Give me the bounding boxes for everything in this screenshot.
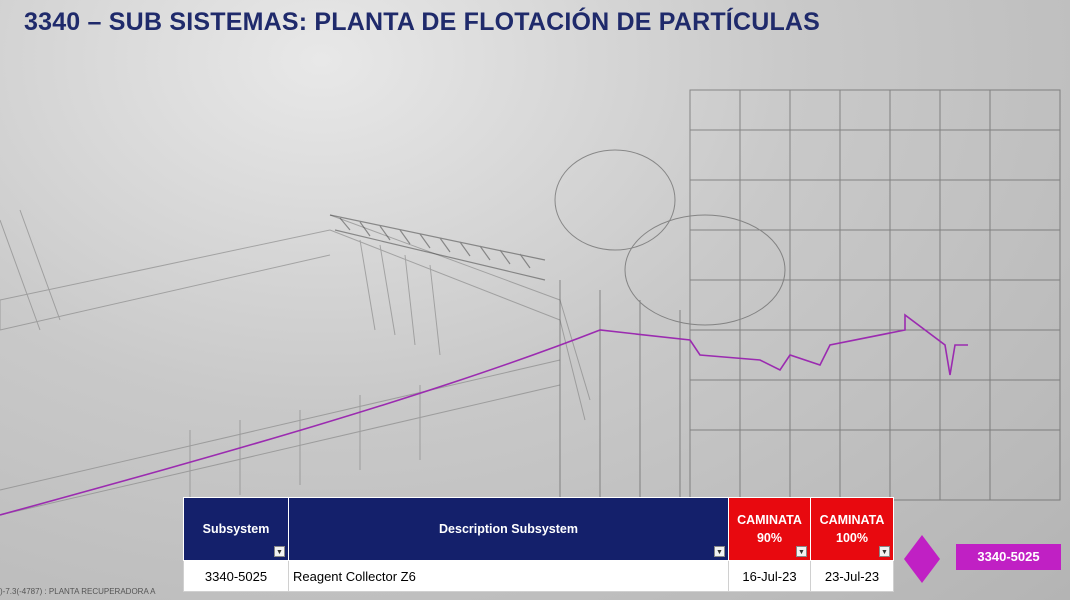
col-header-walk-100-line1: CAMINATA	[819, 513, 885, 527]
filter-dropdown-icon[interactable]: ▼	[714, 546, 725, 557]
col-header-description-label: Description Subsystem	[439, 522, 578, 536]
col-header-subsystem-label: Subsystem	[202, 522, 270, 536]
table-row: 3340-5025 Reagent Collector Z6 16-Jul-23…	[183, 560, 894, 592]
cell-walk-100-date[interactable]: 23-Jul-23	[810, 560, 894, 592]
col-header-walk-90: CAMINATA 90% ▼	[728, 497, 811, 561]
page-title: 3340 – SUB SISTEMAS: PLANTA DE FLOTACIÓN…	[24, 8, 821, 36]
col-header-walk-100: CAMINATA 100% ▼	[810, 497, 894, 561]
highlighted-pipe-route	[0, 313, 968, 516]
col-header-subsystem: Subsystem ▼	[183, 497, 289, 561]
filter-dropdown-icon[interactable]: ▼	[796, 546, 807, 557]
table-header-row: Subsystem ▼ Description Subsystem ▼ CAMI…	[183, 497, 894, 561]
subsystem-table: Subsystem ▼ Description Subsystem ▼ CAMI…	[183, 497, 894, 592]
filter-dropdown-icon[interactable]: ▼	[879, 546, 890, 557]
cell-description[interactable]: Reagent Collector Z6	[288, 560, 729, 592]
diamond-marker-icon	[904, 535, 940, 583]
col-header-walk-100-line2: 100%	[836, 531, 868, 545]
cell-subsystem[interactable]: 3340-5025	[183, 560, 289, 592]
col-header-description: Description Subsystem ▼	[288, 497, 729, 561]
model-caption: )-7.3(-4787) : PLANTA RECUPERADORA A	[0, 587, 156, 596]
filter-dropdown-icon[interactable]: ▼	[274, 546, 285, 557]
col-header-walk-90-line2: 90%	[756, 531, 783, 545]
col-header-walk-90-line1: CAMINATA	[737, 513, 802, 527]
cell-walk-90-date[interactable]: 16-Jul-23	[728, 560, 811, 592]
subsystem-badge: 3340-5025	[956, 544, 1061, 570]
